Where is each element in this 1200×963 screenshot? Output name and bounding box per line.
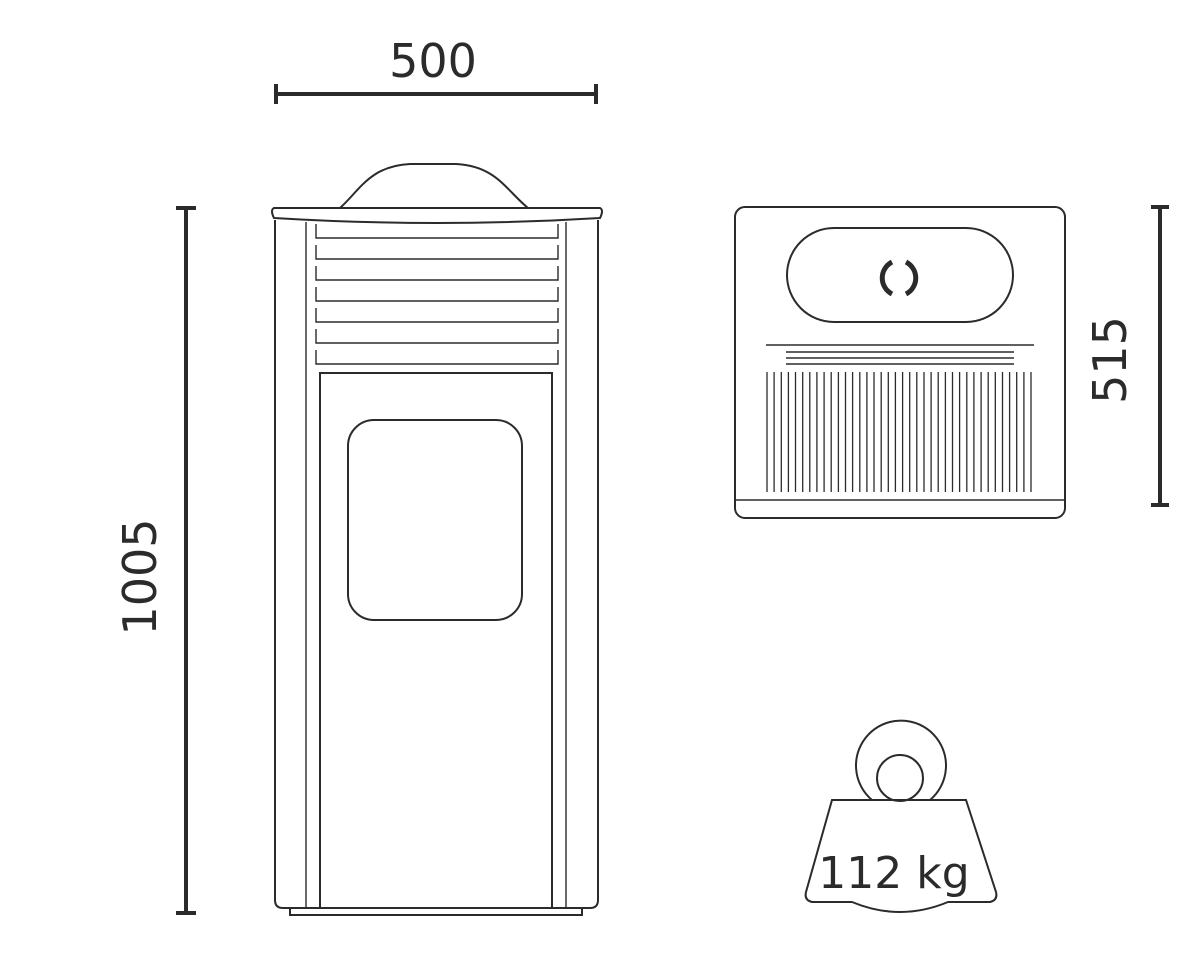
grille-slat xyxy=(315,245,559,260)
weight-ring-inner xyxy=(876,754,924,802)
stove-top-dome xyxy=(339,163,529,209)
top-view-flue-capsule xyxy=(786,227,1014,323)
grille-slat xyxy=(315,224,559,239)
stove-base xyxy=(289,907,583,916)
width-dimension: 500 xyxy=(274,34,598,104)
grille-slat xyxy=(315,329,559,344)
height-dimension: 1005 xyxy=(113,206,196,915)
stove-top-lid xyxy=(271,207,603,224)
top-grille-bars xyxy=(766,372,1032,492)
depth-dimension: 515 xyxy=(1083,205,1169,507)
grille-slat xyxy=(315,287,559,302)
stove-door xyxy=(319,372,553,909)
flue-outlet-icon xyxy=(879,259,894,297)
stove-body-outline xyxy=(274,220,599,909)
stove-front-view xyxy=(271,163,603,916)
flue-outlet-icon-right xyxy=(904,259,919,297)
weight-label: 112 kg xyxy=(818,848,969,899)
height-label: 1005 xyxy=(113,518,167,635)
width-label: 500 xyxy=(389,34,477,88)
grille-slat xyxy=(315,350,559,365)
stove-window xyxy=(347,419,523,621)
stove-top-view xyxy=(734,206,1066,519)
grille-slat xyxy=(315,308,559,323)
depth-label: 515 xyxy=(1083,316,1137,404)
stove-grille xyxy=(315,224,559,365)
weight-ring-outer xyxy=(855,719,947,801)
grille-slat xyxy=(315,266,559,281)
top-view-outline xyxy=(734,206,1066,519)
weight-icon: 112 kg xyxy=(804,719,998,913)
weight-body xyxy=(804,799,998,913)
